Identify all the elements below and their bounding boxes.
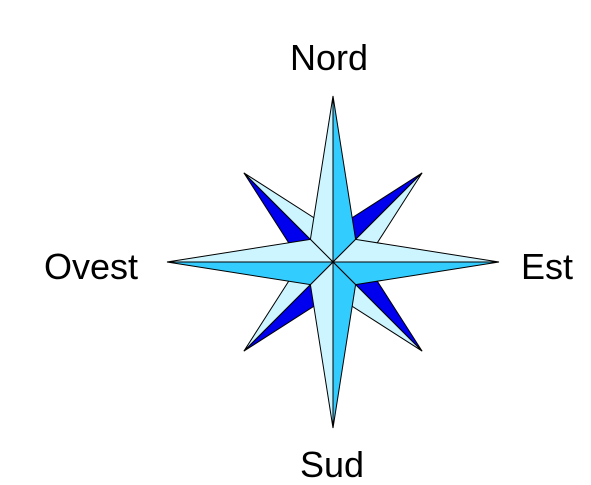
direction-label-north: Nord <box>290 40 368 76</box>
compass-point-east-right <box>333 262 499 285</box>
compass-point-north-left <box>310 96 333 262</box>
compass-point-west-right <box>167 239 333 262</box>
compass-point-south-left <box>333 262 356 428</box>
compass-point-south-right <box>310 262 333 428</box>
direction-label-west: Ovest <box>44 249 138 285</box>
compass-point-east-left <box>333 239 499 262</box>
compass-point-north-right <box>333 96 356 262</box>
direction-label-east: Est <box>521 249 573 285</box>
compass-point-west-left <box>167 262 333 285</box>
direction-label-south: Sud <box>300 447 364 483</box>
